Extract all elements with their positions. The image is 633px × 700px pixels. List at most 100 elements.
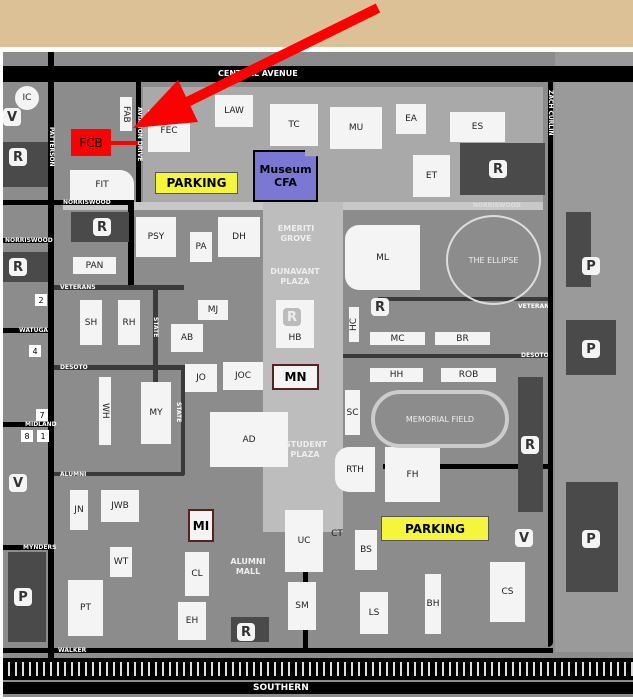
- street-label: WATUGA: [19, 327, 49, 334]
- building-psy[interactable]: PSY: [136, 217, 176, 257]
- building-pt[interactable]: PT: [68, 580, 103, 636]
- building-fit[interactable]: FIT: [70, 170, 134, 200]
- parking-south[interactable]: PARKING: [381, 516, 489, 541]
- building-br[interactable]: BR: [435, 332, 490, 345]
- building-sh[interactable]: SH: [80, 300, 102, 345]
- road: [3, 200, 134, 205]
- building-bs[interactable]: BS: [355, 530, 377, 570]
- parking-icon: P: [582, 257, 600, 275]
- road: [378, 297, 548, 301]
- residence-parking-icon: R: [237, 623, 255, 641]
- building-cl[interactable]: CL: [185, 552, 209, 596]
- building-pa[interactable]: PA: [190, 232, 212, 262]
- building-wt[interactable]: WT: [110, 547, 132, 577]
- building-jo[interactable]: JO: [185, 364, 217, 392]
- building-cs[interactable]: CS: [490, 562, 525, 622]
- building-jn[interactable]: JN: [70, 490, 88, 530]
- dunavant-plaza: DUNAVANT PLAZA: [270, 267, 320, 286]
- building-my[interactable]: MY: [141, 382, 171, 444]
- student-plaza: STUDENT PLAZA: [285, 440, 327, 459]
- visitor-parking-icon: V: [3, 108, 21, 126]
- residence-parking-icon: R: [371, 298, 389, 316]
- road: [3, 545, 51, 550]
- building-pan[interactable]: PAN: [73, 257, 116, 274]
- building-mn[interactable]: MN: [272, 364, 319, 390]
- building-mc[interactable]: MC: [370, 332, 425, 345]
- walker-road: [3, 648, 553, 653]
- building-law[interactable]: LAW: [215, 95, 253, 127]
- road: [54, 285, 184, 290]
- building-ic[interactable]: IC: [15, 86, 39, 110]
- road: [128, 200, 134, 285]
- street-label: NORRISWOOD: [473, 202, 521, 209]
- street-label: DESOTO: [60, 364, 88, 371]
- road: [54, 472, 184, 476]
- road: [3, 328, 51, 333]
- railroad: [3, 658, 633, 680]
- building-fcb[interactable]: FCB: [71, 129, 111, 156]
- building-fh[interactable]: FH: [385, 447, 440, 502]
- building-mu[interactable]: MU: [330, 107, 382, 149]
- lot-number: 1: [37, 430, 49, 442]
- building-rth[interactable]: RTH: [335, 447, 375, 492]
- parking-icon: P: [14, 588, 32, 606]
- parking-icon: P: [582, 530, 600, 548]
- street-label: SOUTHERN: [253, 683, 309, 693]
- residence-parking-icon: R: [489, 160, 507, 178]
- parking-icon: P: [582, 340, 600, 358]
- building-wh[interactable]: WH: [99, 377, 111, 445]
- street-label: ALUMNI: [60, 471, 87, 478]
- building-rh[interactable]: RH: [118, 300, 140, 345]
- street-label: NORRISWOOD: [5, 237, 53, 244]
- building-joc[interactable]: JOC: [223, 362, 263, 390]
- road: [343, 354, 548, 358]
- road: [181, 365, 185, 475]
- building-es[interactable]: ES: [450, 112, 505, 142]
- building-eh[interactable]: EH: [178, 602, 206, 640]
- building-ea[interactable]: EA: [396, 104, 426, 134]
- campus-map[interactable]: CENTRAL AVENUE PATTERSON AVIATION DRIVE …: [3, 52, 633, 697]
- road: [153, 285, 158, 415]
- building-dh[interactable]: DH: [218, 217, 260, 257]
- residence-parking-icon: R: [9, 258, 27, 276]
- building-ml[interactable]: ML: [345, 225, 420, 290]
- patterson-road: [48, 52, 54, 662]
- road: [3, 422, 51, 427]
- building-tc[interactable]: TC: [270, 104, 318, 146]
- street-label: AVIATION DRIVE: [136, 107, 143, 162]
- residence-parking-icon: R: [9, 148, 27, 166]
- central-avenue: [3, 66, 633, 82]
- museum-cfa[interactable]: Museum CFA: [253, 150, 318, 202]
- memorial-field[interactable]: MEMORIAL FIELD: [371, 390, 509, 448]
- street-label: MYNDERS: [23, 544, 57, 551]
- fcb-connector: [111, 141, 138, 145]
- building-fab[interactable]: FAB: [120, 97, 132, 131]
- parking-north[interactable]: PARKING: [155, 172, 238, 194]
- building-et[interactable]: ET: [413, 155, 450, 197]
- the-ellipse[interactable]: THE ELLIPSE: [446, 215, 541, 305]
- zach-curlin-road: [548, 82, 553, 647]
- building-sm[interactable]: SM: [288, 582, 316, 630]
- aviation-drive: [136, 82, 141, 202]
- building-sc[interactable]: SC: [345, 390, 360, 435]
- building-uc[interactable]: UC: [285, 510, 323, 572]
- visitor-parking-icon: V: [515, 529, 533, 547]
- lot-number: 8: [21, 430, 33, 442]
- building-hh[interactable]: HH: [370, 368, 423, 382]
- building-ad[interactable]: AD: [210, 412, 288, 467]
- road: [3, 238, 51, 243]
- building-rob[interactable]: ROB: [441, 368, 496, 382]
- street-label: STATE: [152, 317, 159, 338]
- building-bh[interactable]: BH: [425, 574, 441, 634]
- building-mj[interactable]: MJ: [198, 300, 228, 320]
- building-ab[interactable]: AB: [171, 324, 203, 352]
- lot-number: 4: [29, 345, 41, 357]
- street-label: STATE: [175, 402, 182, 423]
- visitor-parking-icon: V: [9, 474, 27, 492]
- building-ls[interactable]: LS: [360, 592, 388, 634]
- building-mi[interactable]: MI: [188, 509, 214, 542]
- building-jwb[interactable]: JWB: [101, 490, 139, 522]
- residence-parking-icon: R: [283, 308, 301, 326]
- building-ct[interactable]: CT: [331, 529, 343, 539]
